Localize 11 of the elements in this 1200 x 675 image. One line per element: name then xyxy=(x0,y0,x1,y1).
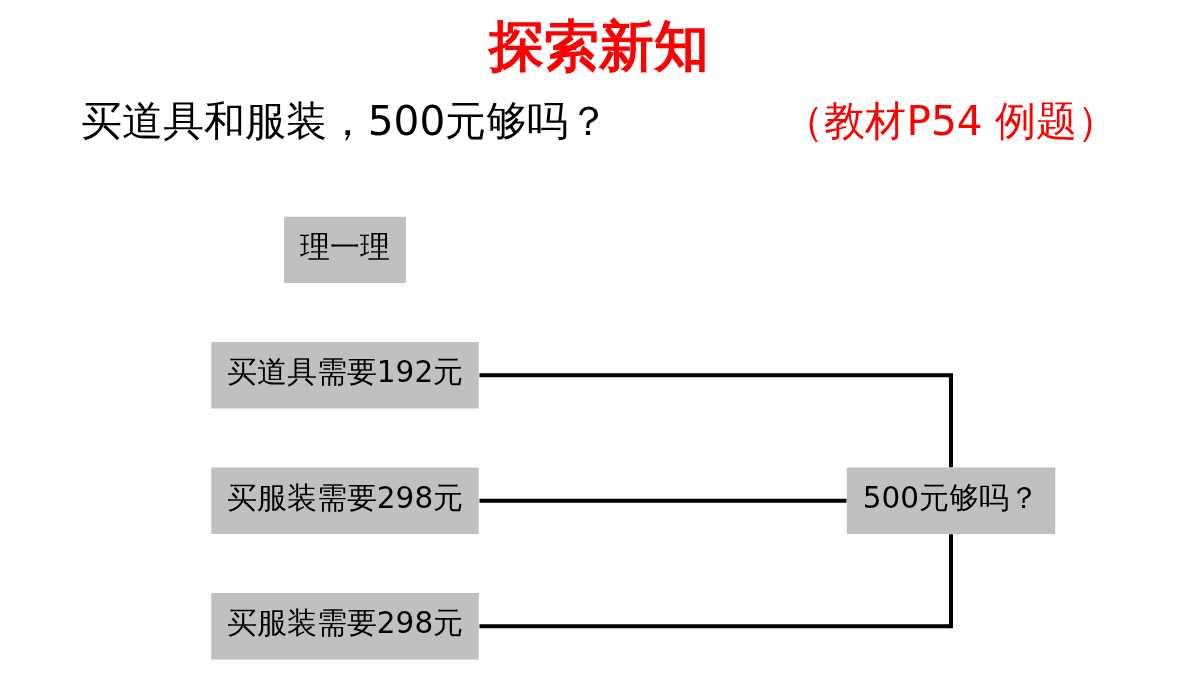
node-box: 理一理 xyxy=(283,216,406,284)
node-box: 买服装需要298元 xyxy=(210,467,479,534)
node-box: 买道具需要192元 xyxy=(210,342,479,409)
label: （教材P54 例题） xyxy=(782,96,1118,145)
connector xyxy=(479,534,953,629)
diagram-title: 探索新知 xyxy=(488,14,709,79)
connector xyxy=(479,498,846,503)
node-box: 500元够吗？ xyxy=(846,467,1055,534)
node-box: 买服装需要298元 xyxy=(210,593,479,660)
label: 买道具和服装，500元够吗？ xyxy=(80,96,609,145)
connector xyxy=(479,373,953,468)
